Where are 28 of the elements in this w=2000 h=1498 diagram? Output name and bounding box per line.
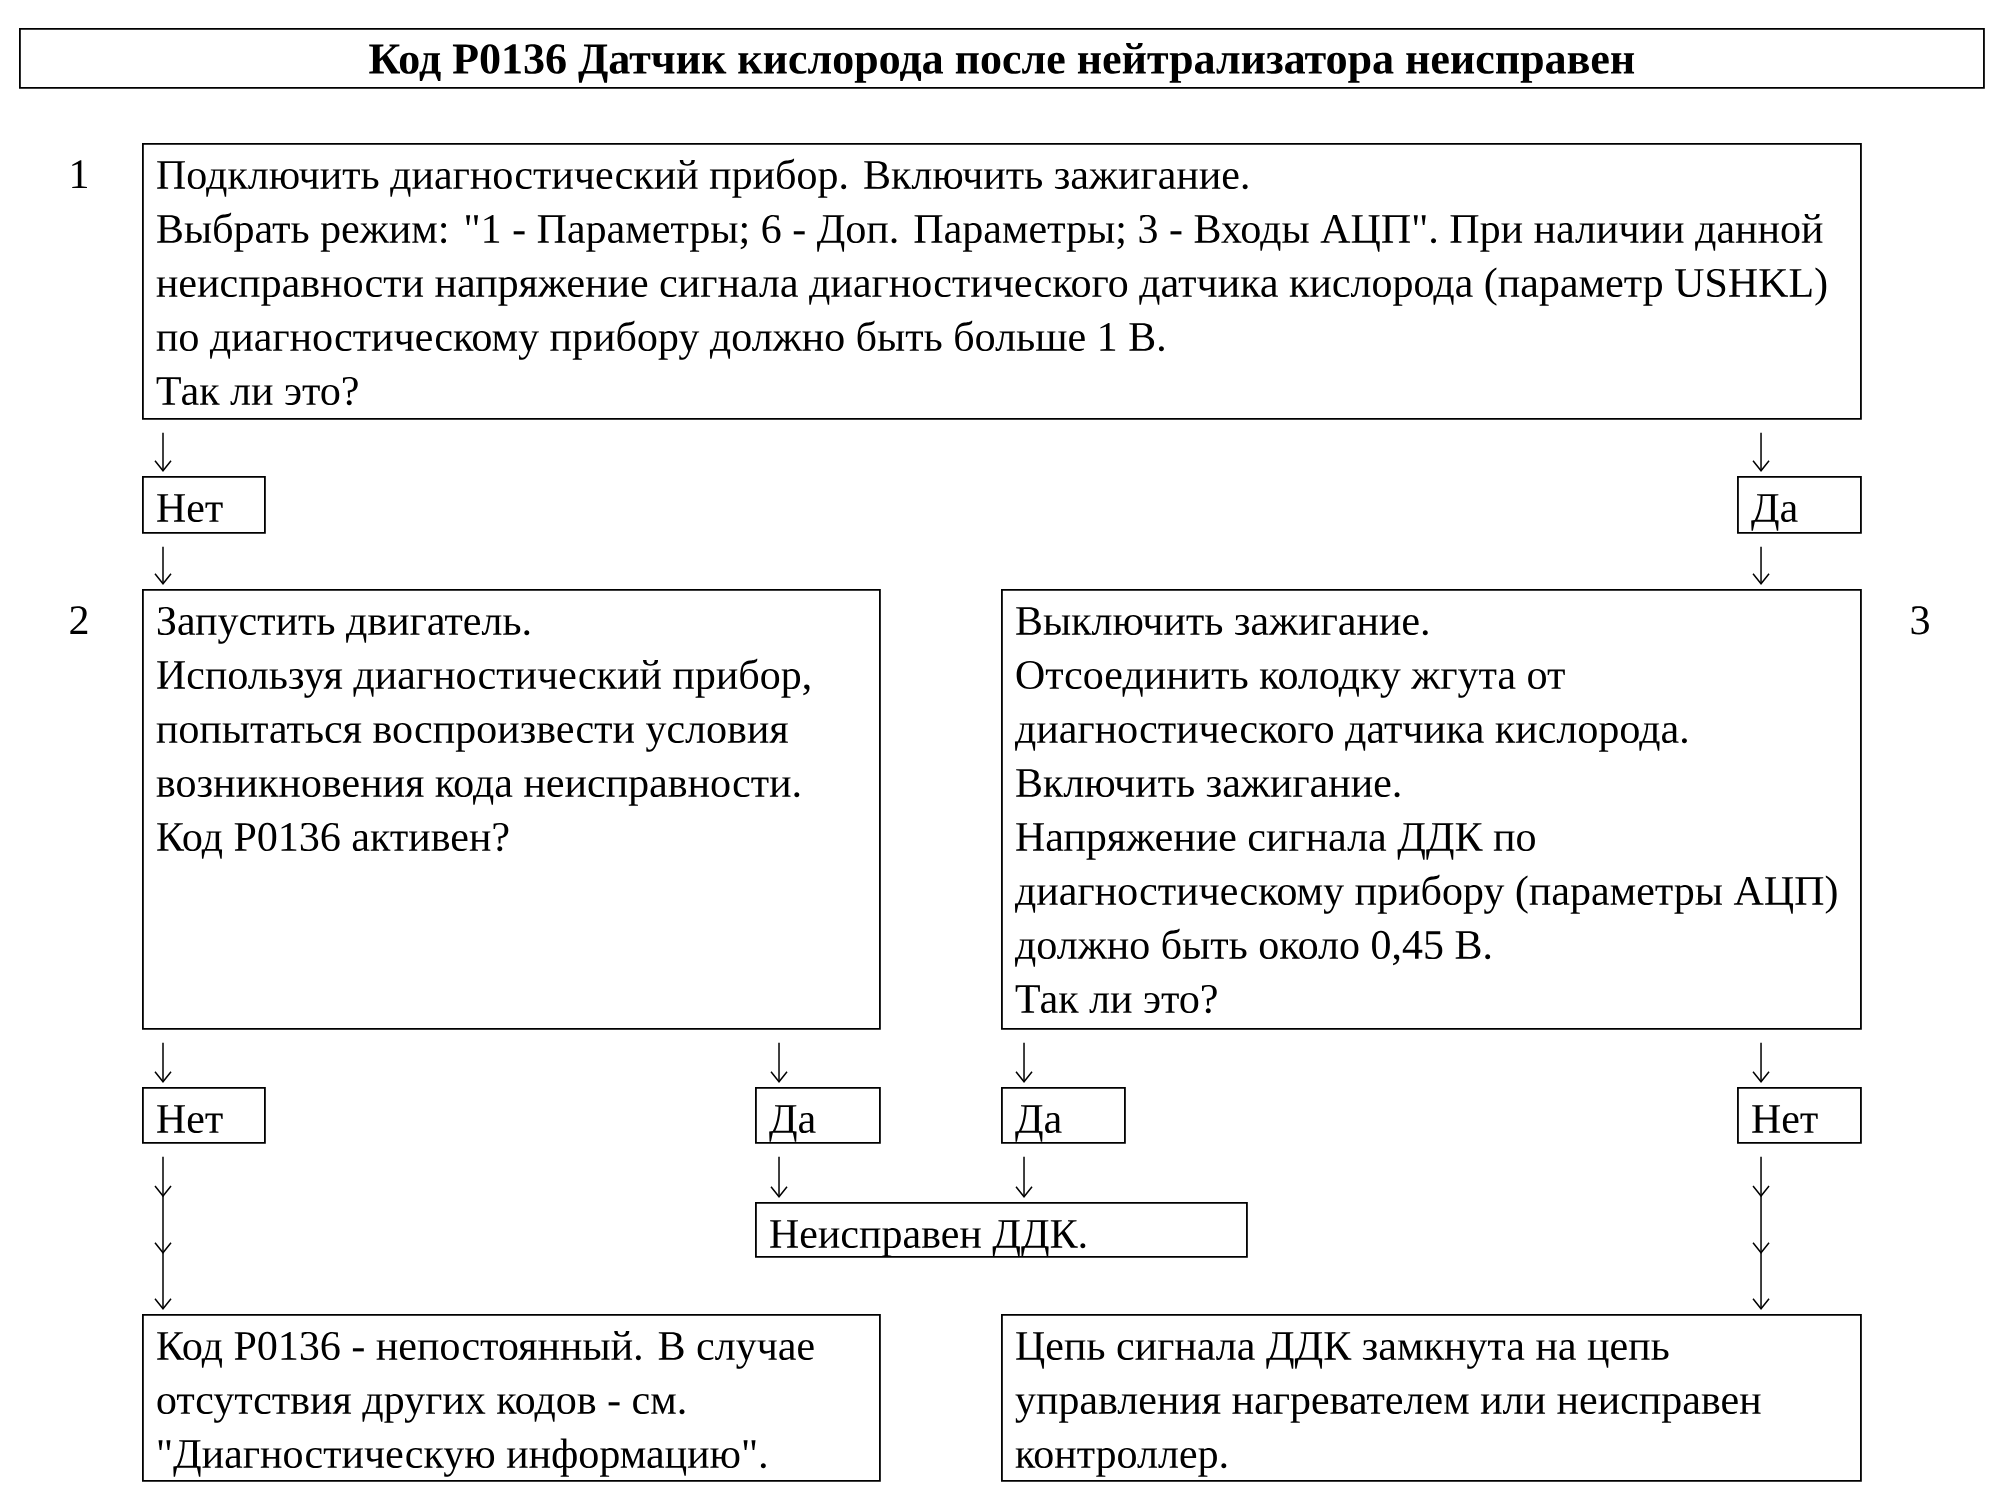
arrow: [1752, 432, 1770, 472]
result-box: Неисправен ДДК.: [755, 1202, 1248, 1258]
branch-label-box: Да: [755, 1087, 881, 1144]
step-number: 2: [70, 606, 88, 634]
arrow: [154, 432, 172, 472]
arrow: [770, 1156, 788, 1198]
arrow: [770, 1042, 788, 1083]
arrow: [1752, 1156, 1770, 1310]
step-number: 3: [1911, 606, 1929, 635]
step-box: Выключить зажигание. Отсоединить колодку жгута от диагностического датчика кислорода. Включить зажигание. Напряжение сигнала ДДК по диагностическому прибору (параметры АЦП) должно быть около 0,45 В. Так ли это?: [1001, 589, 1862, 1030]
arrow: [1752, 546, 1770, 585]
arrow: [154, 1042, 172, 1083]
branch-label-box: Нет: [1737, 1087, 1862, 1144]
branch-label-box: Да: [1001, 1087, 1126, 1144]
branch-label-box: Да: [1737, 476, 1862, 534]
branch-label-box: Нет: [142, 1087, 266, 1144]
arrow: [1015, 1042, 1033, 1083]
result-box: Цепь сигнала ДДК замкнута на цепь управления нагревателем или неисправен контроллер.: [1001, 1314, 1862, 1482]
arrow: [1015, 1156, 1033, 1198]
result-box: Код P0136 - непостоянный. В случае отсутствия других кодов - см. "Диагностическую информацию".: [142, 1314, 881, 1482]
arrow: [1752, 1042, 1770, 1083]
branch-label-box: Нет: [142, 476, 266, 534]
arrow: [154, 1156, 172, 1310]
step-box: Подключить диагностический прибор. Включить зажигание. Выбрать режим: "1 - Параметры; 6 - Доп. Параметры; 3 - Входы АЦП". При наличии данной неисправности напряжение сигнала диагностического датчика кислорода (параметр USHKL) по диагностическому прибору должно быть больше 1 В. Так ли это?: [142, 143, 1862, 420]
arrow: [154, 546, 172, 585]
title-box: Код P0136 Датчик кислорода после нейтрализатора неисправен: [19, 28, 1985, 89]
step-number: 1: [72, 160, 87, 188]
step-box: Запустить двигатель. Используя диагностический прибор, попытаться воспроизвести условия возникновения кода неисправности. Код P0136 активен?: [142, 589, 881, 1030]
